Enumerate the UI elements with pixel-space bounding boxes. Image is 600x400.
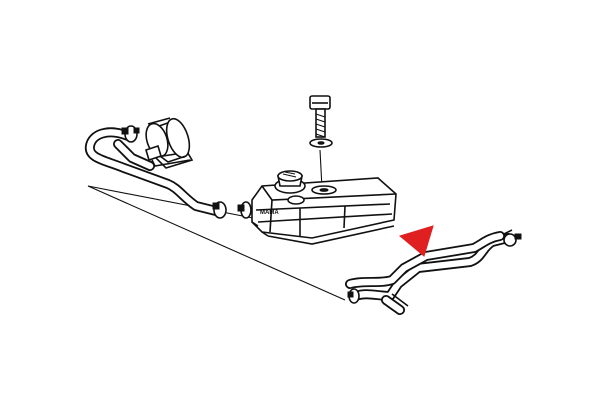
lower-pipe-assembly — [345, 231, 513, 315]
pointer-arrow — [398, 225, 434, 257]
filter-housing — [145, 117, 194, 169]
tank-stamp-label: MAMA — [260, 210, 279, 216]
hose-clamp-upper-right — [212, 201, 252, 219]
upper-hose — [84, 127, 225, 217]
washer — [309, 138, 333, 148]
hose-clamp-upper-left — [121, 125, 140, 143]
filler-cap — [274, 170, 306, 205]
hose-clamp-lower-left — [347, 288, 360, 304]
hose-clamp-lower-right — [503, 229, 522, 247]
mounting-bolt — [309, 95, 331, 138]
